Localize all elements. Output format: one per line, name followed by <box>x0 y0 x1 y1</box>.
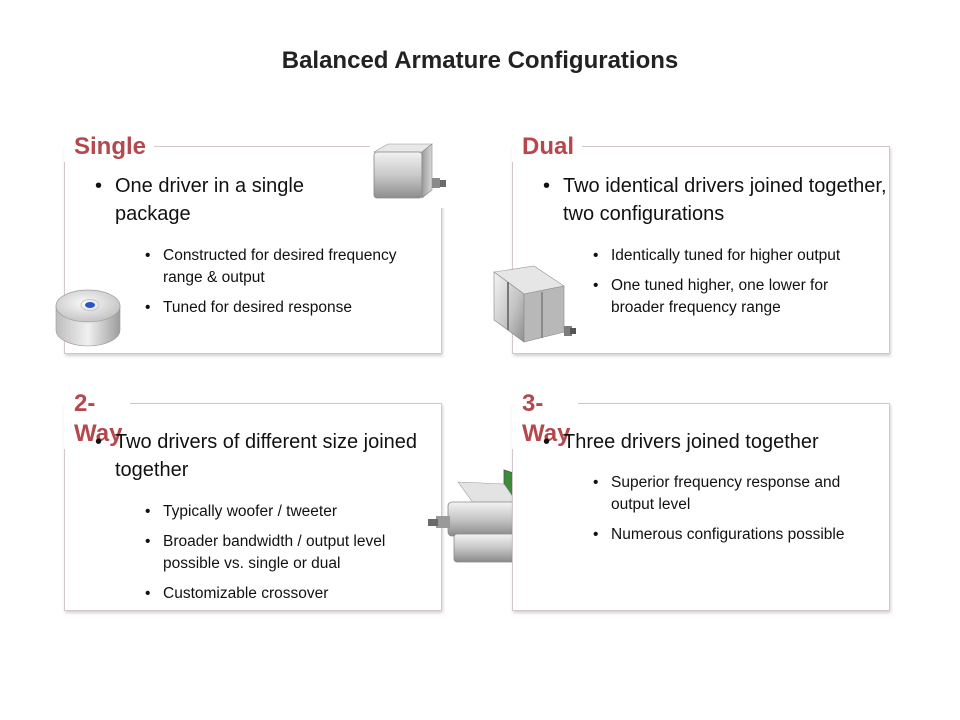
sub-bullet: Identically tuned for higher output <box>593 245 853 267</box>
sub-bullet: Typically woofer / tweeter <box>145 501 420 523</box>
sub-bullet: Superior frequency response and output l… <box>593 472 858 516</box>
main-bullet: Two drivers of different size joined tog… <box>95 428 435 484</box>
sub-bullet: Constructed for desired frequency range … <box>145 245 415 289</box>
sub-bullet-list: Identically tuned for higher output One … <box>593 245 853 327</box>
round-driver-icon <box>55 289 121 347</box>
sub-bullet: Broader bandwidth / output level possibl… <box>145 531 420 575</box>
rectangular-driver-icon <box>370 138 452 208</box>
main-bullet: One driver in a single package <box>95 172 385 228</box>
sub-bullet: Numerous configurations possible <box>593 524 858 546</box>
sub-bullet-list: Superior frequency response and output l… <box>593 472 858 554</box>
main-bullet: Two identical drivers joined together, t… <box>543 172 893 228</box>
dual-driver-icon <box>493 265 576 343</box>
sub-bullet: Tuned for desired response <box>145 297 415 319</box>
slide-title: Balanced Armature Configurations <box>281 47 679 74</box>
sub-bullet-list: Constructed for desired frequency range … <box>145 245 415 327</box>
main-bullet: Three drivers joined together <box>543 428 903 456</box>
panel-heading-2-way: 2-Way <box>64 389 131 449</box>
sub-bullet-list: Typically woofer / tweeter Broader bandw… <box>145 501 420 613</box>
sub-bullet: One tuned higher, one lower for broader … <box>593 275 853 319</box>
sub-bullet: Customizable crossover <box>145 583 420 605</box>
panel-heading-single: Single <box>64 132 155 162</box>
panel-heading-dual: Dual <box>512 132 583 162</box>
